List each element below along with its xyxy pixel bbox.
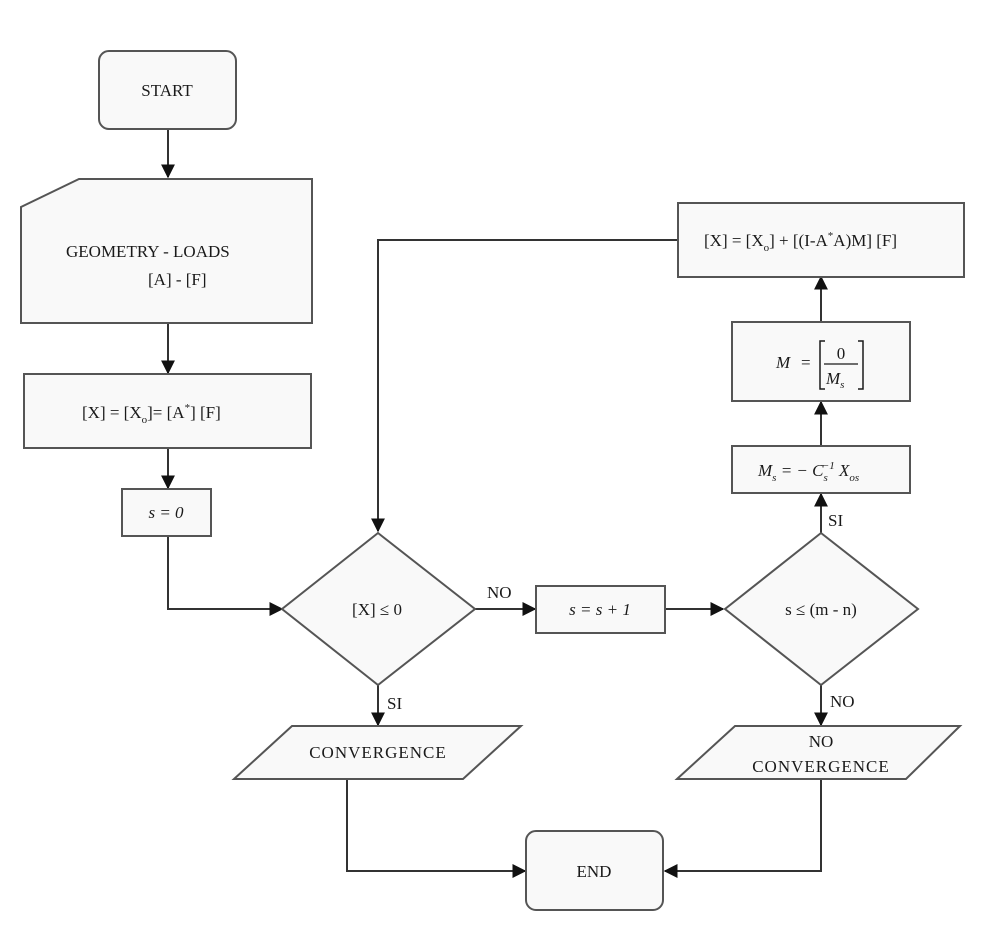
bracket-left bbox=[819, 340, 825, 390]
start-label: START bbox=[141, 81, 193, 100]
init-x-formula: [X] = [Xo]= [A*] [F] bbox=[82, 402, 221, 426]
decision-x-node: [X] ≤ 0 bbox=[280, 531, 477, 687]
decision-x-label: [X] ≤ 0 bbox=[352, 600, 402, 619]
no-convergence-label-line1: NO bbox=[809, 732, 834, 751]
edge-label-s-no: NO bbox=[830, 692, 855, 711]
update-x-node: [X] = [Xo] + [(I-A*A)M] [F] bbox=[677, 202, 965, 278]
end-label: END bbox=[577, 862, 612, 881]
edge-label-x-si: SI bbox=[387, 694, 402, 713]
input-label-line2: [A] - [F] bbox=[148, 270, 207, 289]
compute-ms-formula: Ms = − Cs−1 Xos bbox=[757, 460, 859, 484]
update-x-formula: [X] = [Xo] + [(I-A*A)M] [F] bbox=[704, 230, 897, 254]
end-node: END bbox=[525, 830, 664, 911]
init-s-label: s = 0 bbox=[148, 503, 184, 522]
edge-noconvergence-to-end bbox=[663, 779, 822, 878]
bracket-right bbox=[858, 340, 864, 390]
input-label-line1: GEOMETRY - LOADS bbox=[66, 242, 230, 261]
edge-loop-back-to-decisionx bbox=[371, 239, 677, 533]
compute-m-node: M = 0 Ms bbox=[731, 321, 911, 402]
edge-inits-to-decisionx bbox=[167, 536, 284, 616]
no-convergence-node: NO CONVERGENCE bbox=[674, 725, 963, 780]
compute-m-lhs: M bbox=[775, 353, 791, 372]
init-x-node: [X] = [Xo]= [A*] [F] bbox=[23, 373, 312, 449]
decision-s-label: s ≤ (m - n) bbox=[785, 600, 857, 619]
edge-label-s-si: SI bbox=[828, 511, 843, 530]
increment-label: s = s + 1 bbox=[569, 600, 631, 619]
edge-convergence-to-end bbox=[346, 779, 527, 878]
edge-label-x-no: NO bbox=[487, 583, 512, 602]
init-s-node: s = 0 bbox=[121, 488, 212, 537]
convergence-label: CONVERGENCE bbox=[309, 743, 447, 762]
compute-m-bottom: Ms bbox=[825, 369, 844, 391]
compute-ms-node: Ms = − Cs−1 Xos bbox=[731, 445, 911, 494]
no-convergence-label-line2: CONVERGENCE bbox=[752, 757, 890, 776]
decision-s-node: s ≤ (m - n) bbox=[723, 531, 920, 687]
compute-m-eq: = bbox=[801, 353, 811, 372]
start-node: START bbox=[98, 50, 237, 130]
input-node: GEOMETRY - LOADS [A] - [F] bbox=[20, 178, 313, 324]
compute-m-top: 0 bbox=[837, 344, 846, 363]
convergence-node: CONVERGENCE bbox=[231, 725, 524, 780]
increment-node: s = s + 1 bbox=[535, 585, 666, 634]
